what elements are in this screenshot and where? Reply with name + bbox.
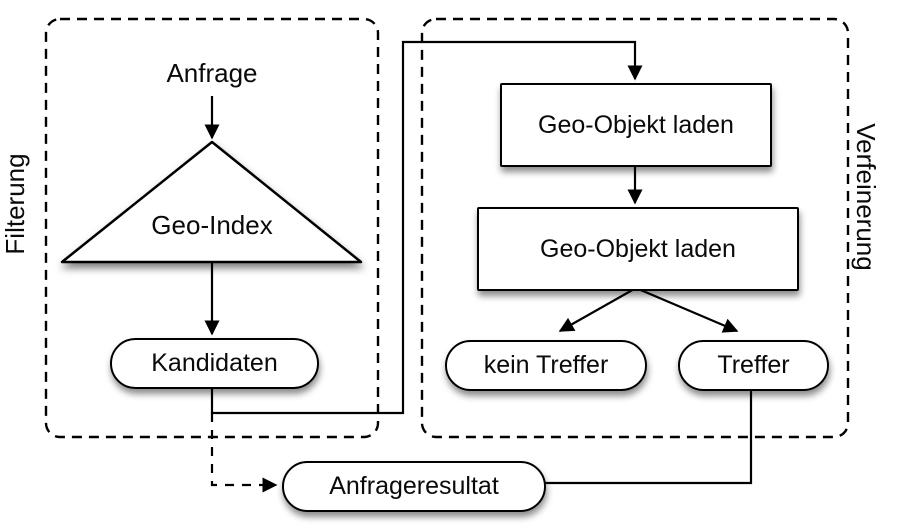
geo-objekt-laden-box-1: Geo-Objekt laden [500,83,772,167]
geo-index-node-label: Geo-Index [151,210,273,240]
refinement-region-label: Verfeinerung [851,123,881,271]
anfrageresultat-oval: Anfrageresultat [282,461,546,512]
filtering-region-label: Filterung [0,153,30,255]
treffer-oval: Treffer [678,340,829,391]
kein-treffer-oval: kein Treffer [445,340,647,391]
edge-load2-to-keintreffer [558,287,637,332]
edge-treffer-to-anfrageresultat [544,387,753,485]
edge-kandidaten-to-load1 [210,40,643,415]
kandidaten-oval: Kandidaten [110,338,319,389]
anfrage-node-label: Anfrage [166,58,258,88]
geo-objekt-laden-box-2: Geo-Objekt laden [477,207,799,291]
geo-index-triangle [60,140,363,264]
refinement-region-box [420,17,850,439]
edge-kandidaten-to-anfrageresultat [210,413,278,493]
edge-load2-to-treffer [635,286,739,333]
